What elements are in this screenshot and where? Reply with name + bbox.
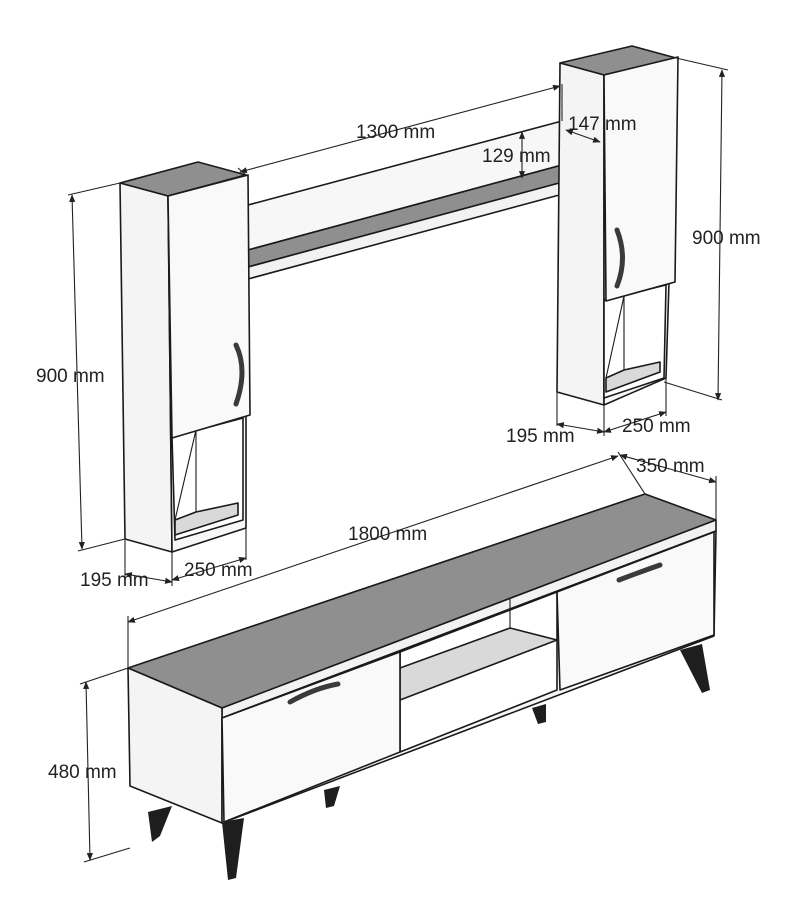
left-cabinet-width-label: 250 mm	[184, 560, 253, 581]
shelf-width-label: 1300 mm	[356, 122, 435, 143]
left-cabinet-height-label: 900 mm	[36, 366, 105, 387]
furniture-leg-icon	[222, 818, 244, 880]
right-cabinet-open-bottom	[605, 361, 661, 393]
furniture-leg-icon	[532, 704, 546, 724]
shelf-depth-label: 147 mm	[568, 114, 637, 135]
door-handle-icon	[287, 681, 341, 705]
left-cabinet-depth-label: 195 mm	[80, 570, 149, 591]
furniture-leg-icon	[148, 806, 172, 842]
left-cabinet-door	[167, 174, 251, 439]
right-cabinet-width-label: 250 mm	[622, 416, 691, 437]
right-cabinet-height-label: 900 mm	[692, 228, 761, 249]
furniture-leg-icon	[324, 786, 340, 808]
tv-unit-height-label: 480 mm	[48, 762, 117, 783]
door-handle-icon	[614, 227, 625, 289]
tv-unit	[127, 493, 717, 880]
tv-unit-width-label: 1800 mm	[348, 524, 427, 545]
wall-shelf	[247, 120, 601, 280]
tv-unit-right-door	[556, 531, 715, 691]
furniture-leg-icon	[680, 644, 710, 693]
left-cabinet-side	[119, 182, 173, 553]
door-handle-icon	[616, 562, 663, 583]
left-wall-cabinet	[119, 161, 251, 553]
shelf-height-label: 129 mm	[482, 146, 551, 167]
tv-unit-depth-label: 350 mm	[636, 456, 705, 477]
dimension-labels: 1300 mm 147 mm 129 mm 900 mm 900 mm 195 …	[36, 114, 761, 783]
right-cabinet-door	[603, 56, 679, 302]
right-cabinet-depth-label: 195 mm	[506, 426, 575, 447]
dimension-lines	[67, 57, 729, 863]
door-handle-icon	[233, 342, 245, 407]
right-wall-cabinet	[556, 45, 679, 406]
tv-unit-left-door	[221, 651, 401, 823]
